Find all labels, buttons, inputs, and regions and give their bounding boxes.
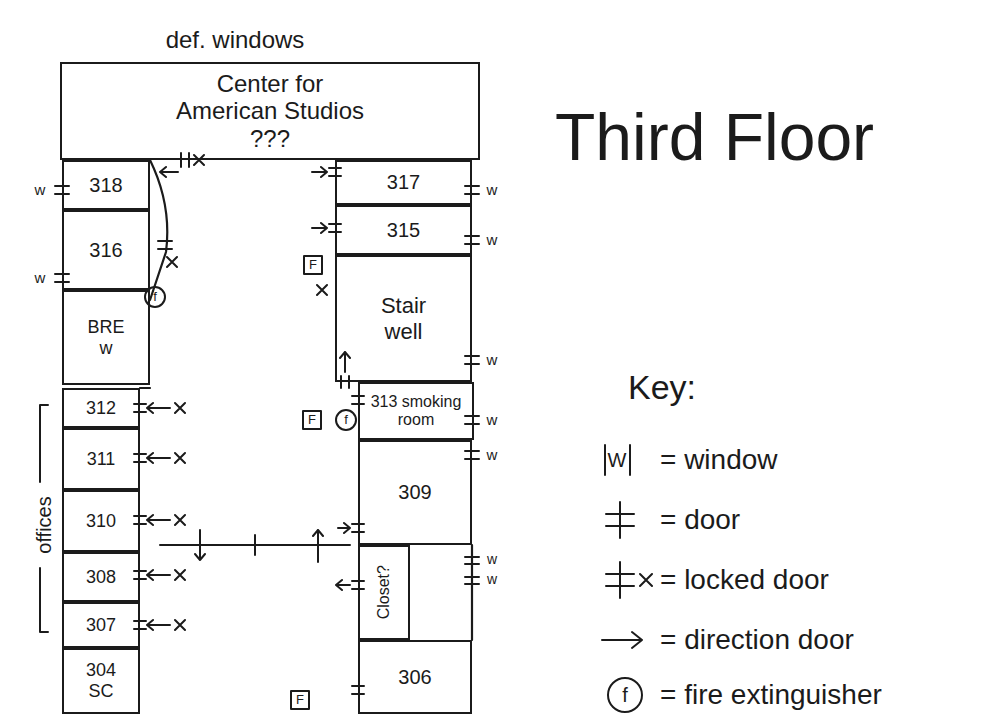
room-box: 304 SC [62,648,140,714]
room-label: 318 [89,174,122,197]
room-box: BRE w [62,290,150,385]
room-box: 313 smoking room [358,382,474,440]
room-box: 318 [62,160,150,210]
room-label: 311 [87,449,116,470]
room-label: 304 SC [81,660,121,701]
extinguisher-box [291,691,309,709]
room-box: 306 [358,640,472,714]
room-label: 310 [86,511,116,532]
legend-text: = door [660,504,740,535]
corridor-marks [160,530,350,562]
page-title: Third Floor [555,95,895,181]
room-box: 311 [62,428,140,490]
extinguisher-mark: f [153,290,157,304]
room-box: 315 [335,205,472,255]
legend-entry: = locked door [660,562,829,598]
legend-symbol-letter: W [608,449,627,471]
room-label: 315 [387,219,420,242]
note-label: def. windows [166,27,305,53]
legend-entry: = fire extinguisher [660,677,882,713]
room-box: 316 [62,210,150,290]
window-mark: w [487,412,498,429]
room-box: 310 [62,490,140,552]
room-box: 317 [335,160,472,205]
room-label: 308 [86,567,116,588]
window-mark: w [35,270,46,287]
room-box: 309 [358,440,472,545]
window-mark: w [487,352,498,369]
legend-extinguisher-circle [608,678,642,712]
room-label: 317 [387,171,420,194]
room-label: 309 [398,481,431,504]
room-label: Closet? [375,565,393,619]
room-label: Center for American Studios ??? [168,70,373,153]
room-box: 307 [62,602,140,648]
legend-entry: = window [660,442,778,478]
legend-entry: = door [660,502,740,538]
legend-text: = locked door [660,564,829,595]
direction-arrows [147,167,642,648]
extinguisher-mark: f [344,413,348,427]
extinguisher-mark: F [309,258,317,272]
window-mark: w [487,552,497,567]
room-label: Stair well [369,293,439,344]
window-mark: w [487,572,497,587]
room-label: BRE w [83,317,129,358]
extinguisher-box [303,411,321,429]
extinguisher-mark: F [296,693,304,707]
room-label: 312 [86,398,116,419]
wall-lines [140,160,472,640]
legend-entry: = direction door [660,622,854,658]
section-label: offices [33,496,55,553]
room-box: Closet? [358,545,410,640]
extinguisher-mark: F [308,413,316,427]
extinguisher-circle [336,410,356,430]
legend-text: = window [660,444,778,475]
legend-symbol-letter: f [622,684,628,706]
extinguisher-box [304,256,322,274]
key-heading: Key: [628,369,696,406]
room-box: 312 [62,388,140,428]
room-label: 313 smoking room [366,393,466,430]
door-symbols [134,153,634,694]
room-label: 316 [89,239,122,262]
legend-text: = fire extinguisher [660,679,882,710]
window-mark: w [35,182,46,199]
legend-text: = direction door [660,624,854,655]
room-label: 306 [398,666,431,689]
room-box: Stair well [335,255,472,382]
window-symbols [55,186,630,584]
window-mark: w [487,447,498,464]
room-label: 307 [86,615,116,636]
room-box: 308 [62,552,140,602]
window-mark: w [487,232,498,249]
banner-band: Center for American Studios ??? [60,62,480,160]
window-mark: w [487,182,498,199]
